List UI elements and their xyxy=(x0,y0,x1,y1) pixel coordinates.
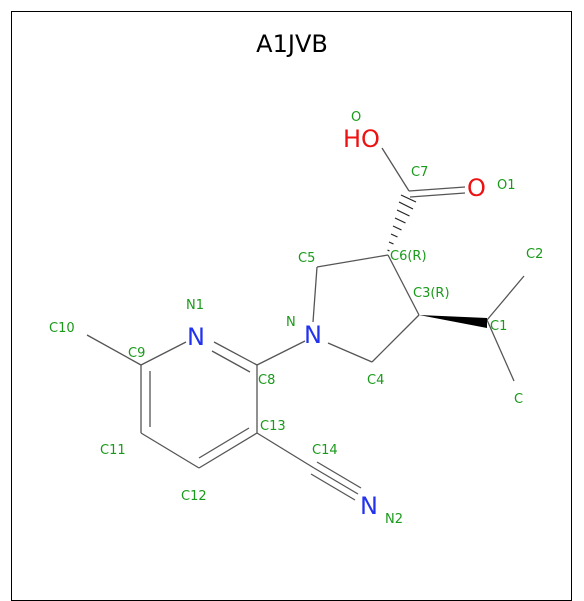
label-c14: C14 xyxy=(312,443,338,458)
bond-c8-n1 xyxy=(213,341,258,366)
bond-c14-n2-a xyxy=(313,467,359,495)
label-o1: O1 xyxy=(497,178,516,193)
atom-pyridine-nitrogen: N xyxy=(187,323,205,351)
label-n1: N1 xyxy=(186,298,204,313)
label-c4: C4 xyxy=(367,373,384,388)
label-c9: C9 xyxy=(128,346,145,361)
bond-c13-c14 xyxy=(256,432,315,469)
bond-c7-oh xyxy=(381,147,410,192)
bond-c5-n xyxy=(312,266,318,323)
bond-c12-c13 xyxy=(198,432,258,469)
bond-c9-c10 xyxy=(86,334,142,366)
atom-hydroxyl: HO xyxy=(343,125,380,153)
bond-c7-o-double-b xyxy=(409,192,466,198)
bond-n1-c9 xyxy=(140,341,187,366)
hashed-wedge-c6-c7 xyxy=(387,194,417,252)
label-c12: C12 xyxy=(181,489,207,504)
molecule-title: A1JVB xyxy=(256,30,328,58)
bond-c1-c2 xyxy=(486,275,525,321)
bond-n-c8 xyxy=(256,340,306,366)
label-c: C xyxy=(514,392,523,407)
bonds xyxy=(86,147,525,501)
label-n: N xyxy=(286,315,296,330)
label-c1: C1 xyxy=(490,319,507,334)
atom-carbonyl-oxygen: O xyxy=(467,174,486,202)
label-c13: C13 xyxy=(260,419,286,434)
bond-c11-c12 xyxy=(140,432,200,469)
label-c5: C5 xyxy=(298,251,315,266)
atom-pyrrolidine-nitrogen: N xyxy=(304,321,322,349)
structure-diagram: HO O N N N O O1 C7 C6(R) C5 C3(R) C2 C1 … xyxy=(49,110,543,527)
label-c2: C2 xyxy=(526,247,543,262)
bond-c3-c4 xyxy=(371,314,420,363)
label-c7: C7 xyxy=(411,165,428,180)
label-c10: C10 xyxy=(49,321,75,336)
bond-c1-c xyxy=(486,319,515,382)
label-n2: N2 xyxy=(385,512,403,527)
label-c8: C8 xyxy=(258,373,275,388)
bond-c6-c3 xyxy=(387,254,420,316)
label-o: O xyxy=(351,110,361,125)
bond-c7-o-double-a xyxy=(408,186,466,192)
bond-c14-n2-b xyxy=(316,461,362,489)
bond-c12-c13-inner xyxy=(198,427,250,459)
bond-c14-n2-c xyxy=(310,473,356,501)
bond-c6-c5 xyxy=(316,254,389,268)
bond-c8-n1-inner xyxy=(211,350,251,373)
label-c6: C6(R) xyxy=(390,249,427,264)
atom-nitrile-nitrogen: N xyxy=(360,492,378,520)
label-c3: C3(R) xyxy=(413,286,450,301)
bond-c4-n xyxy=(327,342,373,363)
solid-wedge-c3-c1 xyxy=(419,315,487,328)
label-c11: C11 xyxy=(100,443,126,458)
